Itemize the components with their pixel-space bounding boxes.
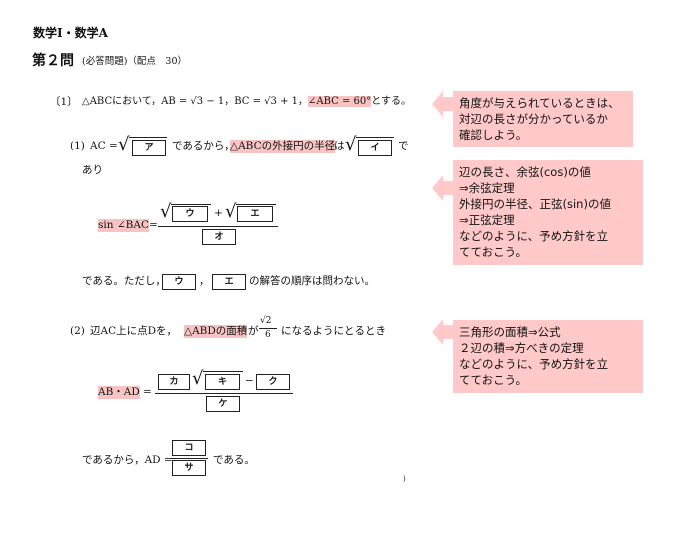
note-line: てておこう。 xyxy=(459,373,527,387)
answer-box-u[interactable]: ウ xyxy=(172,206,208,222)
sqrt-bar xyxy=(129,137,167,138)
fraction-line xyxy=(158,226,278,227)
q1-label: (1) xyxy=(70,140,85,152)
note-line: ２辺の積⇒方べきの定理 xyxy=(459,341,584,355)
q1-note-post: の解答の順序は問わない。 xyxy=(249,275,375,287)
note-line: 角度が与えられているときは、 xyxy=(459,96,620,110)
answer-box-ku[interactable]: ク xyxy=(256,374,290,390)
sqrt-icon: √ xyxy=(118,134,130,155)
part1-intro: △ABCにおいて，AB = √3 − 1，BC = √3 + 1， xyxy=(82,96,308,107)
frac-den: 6 xyxy=(265,330,271,340)
q2-then: であるから，AD = xyxy=(82,454,173,466)
sqrt-bar xyxy=(171,204,211,205)
note-line: 外接円の半径、正弦(sin)の値 xyxy=(459,197,611,211)
sqrt-bar xyxy=(203,371,243,372)
sqrt-bar xyxy=(356,137,394,138)
answer-box-e[interactable]: エ xyxy=(237,206,273,222)
q2-end2: である。 xyxy=(213,454,255,466)
note-line: 確認しよう。 xyxy=(459,128,528,142)
q1-note-sep: ， xyxy=(199,275,210,287)
plus: + xyxy=(214,207,223,219)
equals: = xyxy=(149,219,158,231)
q2-text: 辺AC上に点Dを， xyxy=(90,325,178,337)
answer-box-ko[interactable]: コ xyxy=(172,440,206,456)
q2-end: になるようにとるとき xyxy=(281,325,386,337)
arrow-left-icon xyxy=(432,175,454,201)
answer-box-ka[interactable]: カ xyxy=(158,374,190,390)
note-line: ⇒正弦定理 xyxy=(459,213,515,227)
note-line: 対辺の長さが分かっているか xyxy=(459,112,608,126)
fraction-line xyxy=(259,328,277,329)
q1-ha: は xyxy=(334,140,345,152)
highlight-area: △ABDの面積 xyxy=(184,325,248,338)
q2-label: (2) xyxy=(70,325,85,337)
highlight-sin: sin ∠BAC xyxy=(98,219,149,232)
question-meta: (必答問題)（配点 30） xyxy=(82,56,188,67)
note-line: などのように、予め方針を立 xyxy=(459,229,609,243)
fraction-line xyxy=(155,393,293,394)
equals: = xyxy=(143,386,152,398)
note-callout-3: 三角形の面積⇒公式 ２辺の積⇒方べきの定理 などのように、予め方針を立 てておこ… xyxy=(453,320,643,393)
sqrt-icon: √ xyxy=(345,134,357,155)
sqrt-icon: √ xyxy=(160,201,172,222)
answer-box-a[interactable]: ア xyxy=(132,140,166,156)
q1-note-pre: である。ただし， xyxy=(82,275,166,287)
q2-ga: が xyxy=(248,325,259,337)
note-line: ⇒余弦定理 xyxy=(459,181,515,195)
highlight-circumradius: △ABCの外接円の半径 xyxy=(230,140,336,153)
ref-box-u: ウ xyxy=(162,274,196,290)
part1-intro-end: とする。 xyxy=(371,96,411,107)
frac-num: √2 xyxy=(260,316,272,326)
sqrt-icon: √ xyxy=(192,368,204,389)
highlight-angle: ∠ABC = 60° xyxy=(308,96,372,107)
page-mark: ) xyxy=(403,475,406,483)
part1-intro-line: △ABCにおいて，AB = √3 − 1，BC = √3 + 1，∠ABC = … xyxy=(82,96,411,108)
q1-ac: AC = xyxy=(90,140,118,152)
q1-then: であるから， xyxy=(172,140,235,152)
note-line: てておこう。 xyxy=(459,245,527,259)
subject-title: 数学Ⅰ・数学A xyxy=(33,26,108,40)
minus: − xyxy=(245,375,254,387)
note-callout-1: 角度が与えられているときは、 対辺の長さが分かっているか 確認しよう。 xyxy=(453,91,633,147)
fraction-line xyxy=(170,458,208,459)
ref-box-e: エ xyxy=(212,274,246,290)
note-callout-2: 辺の長さ、余弦(cos)の値 ⇒余弦定理 外接円の半径、正弦(sin)の値 ⇒正… xyxy=(453,160,643,265)
note-line: などのように、予め方針を立 xyxy=(459,357,609,371)
part1-label: 〔1〕 xyxy=(50,96,78,108)
question-title: 第２問 xyxy=(32,53,74,69)
note-line: 三角形の面積⇒公式 xyxy=(459,325,561,339)
sqrt-bar xyxy=(236,204,276,205)
answer-box-sa[interactable]: サ xyxy=(172,460,206,476)
highlight-abad: AB・AD xyxy=(98,386,140,399)
answer-box-i[interactable]: イ xyxy=(358,140,392,156)
answer-box-ki[interactable]: キ xyxy=(205,374,240,390)
q1-ari: あり xyxy=(82,164,103,176)
note-line: 辺の長さ、余弦(cos)の値 xyxy=(459,165,591,179)
answer-box-o[interactable]: オ xyxy=(202,229,236,245)
arrow-left-icon xyxy=(432,319,454,345)
answer-box-ke[interactable]: ケ xyxy=(206,396,240,412)
arrow-left-icon xyxy=(432,91,454,117)
q1-de: で xyxy=(398,140,409,152)
sqrt-icon: √ xyxy=(225,201,237,222)
